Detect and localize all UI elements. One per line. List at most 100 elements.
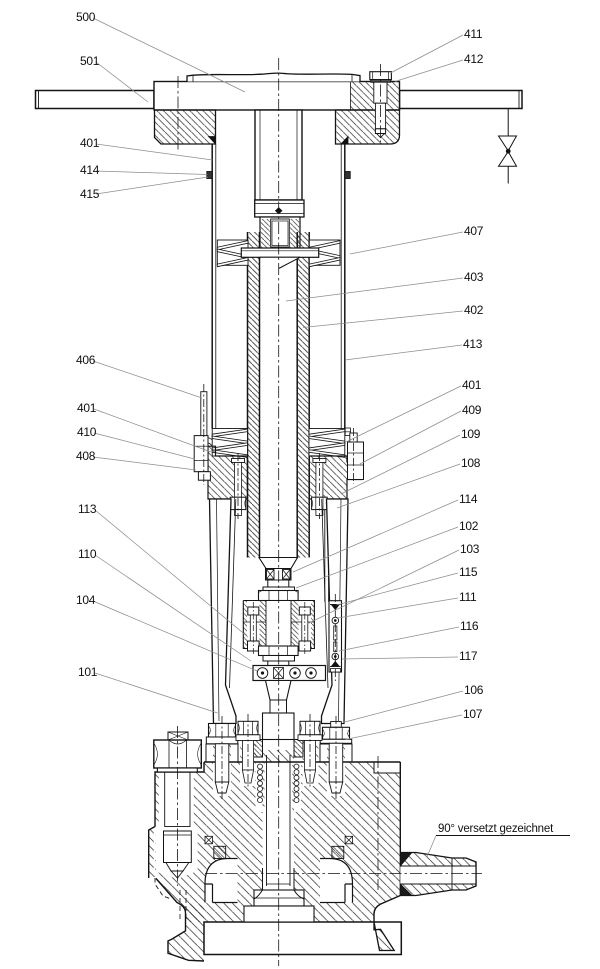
disc-springs-bottom-right xyxy=(308,428,346,458)
callout-109: 109 xyxy=(461,427,481,441)
leader-line-107 xyxy=(345,714,463,740)
leader-line-415 xyxy=(95,176,209,195)
leader-line-111 xyxy=(337,597,459,619)
leader-line-413 xyxy=(344,344,463,361)
disc-springs-top-left xyxy=(216,239,249,268)
callout-111: 111 xyxy=(459,590,477,604)
callout-500: 500 xyxy=(76,10,96,24)
callout-408: 408 xyxy=(76,449,96,463)
callout-110: 110 xyxy=(78,547,97,561)
leader-lines xyxy=(92,17,570,858)
rod-bracket-left xyxy=(193,435,209,473)
leader-line-101 xyxy=(94,672,218,714)
centerlines xyxy=(177,58,482,966)
leader-line-109 xyxy=(340,434,461,495)
callout-401: 401 xyxy=(77,401,97,415)
leader-line-108 xyxy=(336,463,461,509)
seat-boss-left xyxy=(204,857,238,904)
offset-note: 90° versetzt gezeichnet xyxy=(438,823,554,835)
leader-line-103 xyxy=(306,549,460,625)
leader-line-117 xyxy=(341,656,459,660)
leader-line-500 xyxy=(92,17,246,93)
leader-line-110 xyxy=(94,554,252,662)
callout-117: 117 xyxy=(459,649,478,663)
flange-block-left xyxy=(153,109,217,145)
note-leader xyxy=(426,835,437,858)
leader-line-408 xyxy=(92,456,197,471)
bonnet-studs xyxy=(205,720,353,794)
leader-line-106 xyxy=(342,690,464,723)
callout-115: 115 xyxy=(459,565,478,579)
stem-guide-tube xyxy=(246,232,310,558)
callout-403: 403 xyxy=(464,270,484,284)
leader-line-401 xyxy=(95,143,213,161)
casing-clip-right xyxy=(344,171,351,179)
gland-flange-right xyxy=(293,739,304,758)
gland-flange-left xyxy=(253,739,263,758)
leader-line-402 xyxy=(302,310,464,328)
stem-cone xyxy=(260,256,301,269)
callout-410: 410 xyxy=(77,425,97,439)
callout-401: 401 xyxy=(80,136,100,150)
callout-104: 104 xyxy=(76,593,96,607)
leader-line-411 xyxy=(390,34,464,74)
casing-tube xyxy=(206,144,351,436)
disc-springs-bottom-left xyxy=(211,428,248,458)
callout-103: 103 xyxy=(460,542,480,556)
stem-taper xyxy=(257,556,299,570)
callout-113: 113 xyxy=(78,502,97,516)
callout-106: 106 xyxy=(464,683,484,697)
stem-coupling-hex xyxy=(257,589,299,602)
leader-line-104 xyxy=(92,600,258,672)
leader-line-401 xyxy=(345,385,462,443)
body-hatch xyxy=(148,740,401,922)
leader-line-501 xyxy=(95,61,149,103)
gland-band xyxy=(240,247,320,269)
seat-boss-right xyxy=(320,857,354,904)
callout-114: 114 xyxy=(459,492,478,506)
callout-116: 116 xyxy=(460,619,479,633)
callout-102: 102 xyxy=(459,519,479,533)
callout-501: 501 xyxy=(80,54,100,68)
callout-101: 101 xyxy=(78,665,98,679)
leader-line-114 xyxy=(292,499,459,573)
callout-402: 402 xyxy=(464,303,484,317)
leader-line-403 xyxy=(285,277,464,302)
callout-413: 413 xyxy=(463,337,483,351)
callout-407: 407 xyxy=(464,224,484,238)
callout-107: 107 xyxy=(463,707,483,721)
leader-line-409 xyxy=(359,410,462,465)
leader-line-406 xyxy=(92,360,203,399)
leader-line-102 xyxy=(295,526,459,589)
leader-line-116 xyxy=(338,626,460,652)
cover-plate xyxy=(186,72,361,82)
leader-line-410 xyxy=(93,432,195,460)
valve-body xyxy=(148,738,403,962)
callout-411: 411 xyxy=(464,27,483,41)
lower-stem xyxy=(261,712,295,741)
leader-line-113 xyxy=(94,509,249,638)
casing-clip-left xyxy=(206,171,213,179)
callout-415: 415 xyxy=(80,187,100,201)
leader-line-412 xyxy=(394,59,464,82)
valve-schematic-symbol xyxy=(497,108,518,184)
leader-line-407 xyxy=(349,231,464,255)
callout-406: 406 xyxy=(76,353,96,367)
rod-bracket-right xyxy=(347,441,364,480)
stem-upper-housing xyxy=(254,109,305,250)
leader-line-115 xyxy=(336,572,459,606)
callout-108: 108 xyxy=(461,456,481,470)
callout-labels: 500 501 401 414 415 406 401 410 408 113 … xyxy=(76,10,554,835)
mounting-plate-and-bonnet-flange xyxy=(34,71,523,146)
flange-block-right xyxy=(334,109,401,145)
mounting-plate-right xyxy=(398,89,523,110)
leader-line-401 xyxy=(93,408,212,453)
leader-line-414 xyxy=(95,170,208,175)
callout-414: 414 xyxy=(80,163,100,177)
callout-401: 401 xyxy=(462,378,482,392)
body-base xyxy=(203,921,403,956)
callout-409: 409 xyxy=(462,403,482,417)
callout-412: 412 xyxy=(464,52,484,66)
